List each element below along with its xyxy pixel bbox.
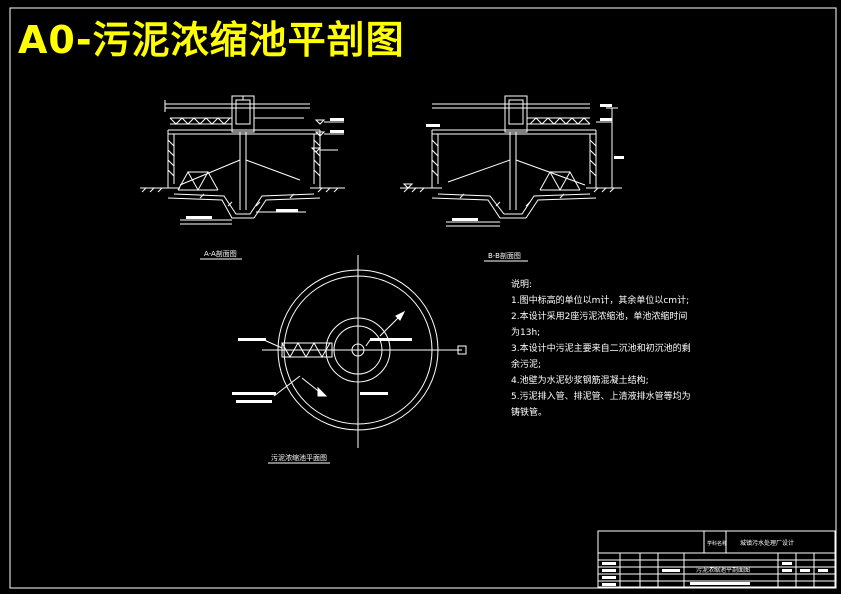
note-item: 1.图中标高的单位以m计，其余单位以cm计; xyxy=(511,296,690,306)
sheet-border xyxy=(9,7,837,589)
section-aa-drawing xyxy=(140,95,345,225)
title-block-project-name: 城镇污水处理厂设计 xyxy=(740,539,794,547)
plan-view-label: 污泥浓缩池平面图 xyxy=(271,453,327,462)
drawing-title: A0-污泥浓缩池平剖图 xyxy=(18,18,405,62)
title-block-school-label: 学科名称 xyxy=(707,540,727,547)
note-item: 3.本设计中污泥主要来自二沉池和初沉池的剩余污泥; xyxy=(511,344,691,370)
note-item: 2.本设计采用2座污泥浓缩池，单池浓缩时间为13h; xyxy=(511,312,688,338)
plan-view-drawing xyxy=(232,255,467,448)
title-block-fill-marks xyxy=(602,562,828,586)
note-item: 5.污泥排入管、排泥管、上清液排水管等均为铸铁管。 xyxy=(511,392,691,418)
title-block-lines xyxy=(597,530,836,588)
section-bb-label: B-B剖面图 xyxy=(488,251,521,260)
design-notes: 说明: 1.图中标高的单位以m计，其余单位以cm计; 2.本设计采用2座污泥浓缩… xyxy=(511,277,691,421)
section-bb-drawing xyxy=(400,95,624,227)
notes-heading: 说明: xyxy=(511,280,533,290)
note-item: 4.池壁为水泥砂浆钢筋混凝土结构; xyxy=(511,376,649,386)
title-block-drawing-name: 污泥浓缩池平剖面图 xyxy=(696,566,750,574)
section-aa-label: A-A剖面图 xyxy=(204,249,237,258)
